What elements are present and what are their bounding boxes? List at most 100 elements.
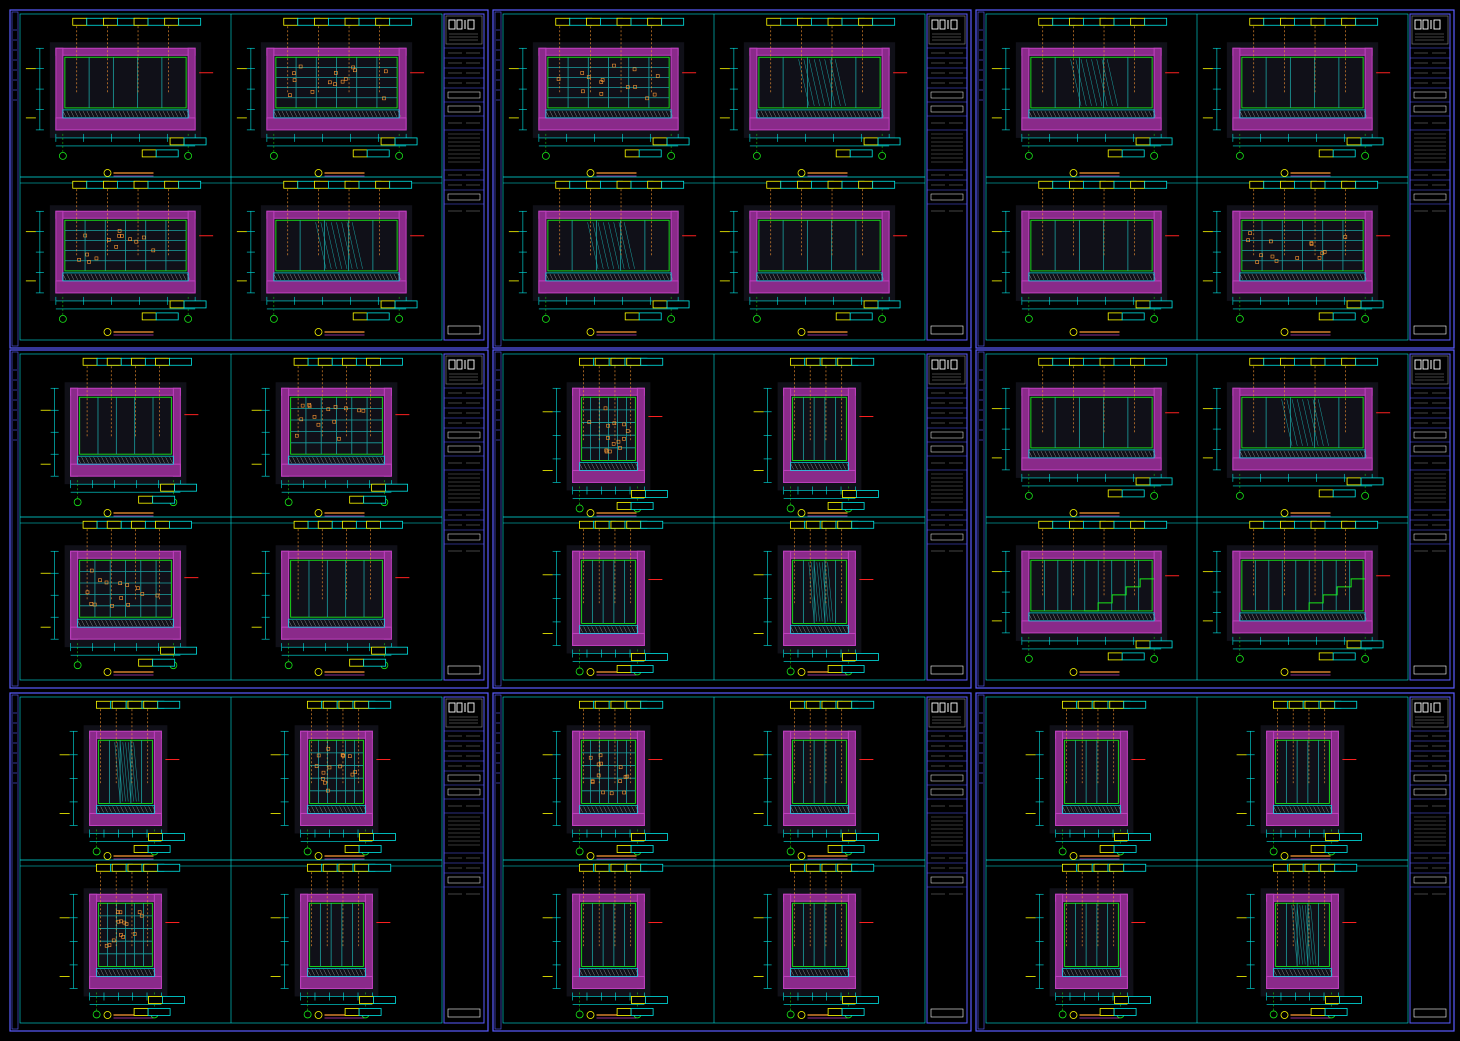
floor-hatch <box>97 620 101 627</box>
floor-hatch <box>157 457 161 464</box>
material-tag <box>1318 149 1334 158</box>
sheet-number-box <box>930 1008 964 1018</box>
glass-hatch <box>1291 905 1298 965</box>
wall-face <box>1275 902 1330 967</box>
material-tag-code <box>849 312 873 321</box>
material-tag <box>1310 180 1326 189</box>
glass-hatch <box>336 222 348 269</box>
view-number-bubble <box>1069 509 1078 517</box>
floor-finish <box>1273 805 1332 814</box>
view-number-bubble <box>314 668 323 676</box>
floor-hatch <box>98 110 103 118</box>
glass-hatch <box>119 742 126 802</box>
floor-hatch <box>824 110 829 118</box>
floor-hatch <box>389 273 394 281</box>
floor-hatch <box>1128 613 1133 621</box>
floor-hatch <box>545 110 550 118</box>
floor-hatch <box>876 273 881 281</box>
floor-hatch <box>321 273 326 281</box>
floor-hatch <box>339 806 343 813</box>
shelf-item <box>98 578 102 583</box>
floor-hatch <box>1136 110 1141 118</box>
floor-hatch <box>293 110 298 118</box>
floor-hatch <box>345 110 350 118</box>
material-tag <box>626 357 642 366</box>
floor-hatch <box>591 969 595 976</box>
floor-hatch <box>591 626 595 633</box>
shelf-item <box>1269 239 1273 244</box>
floor-hatch <box>810 463 814 470</box>
material-tag-code <box>645 833 668 841</box>
logo-glyph <box>448 359 456 370</box>
material-tag-code <box>1144 180 1168 189</box>
floor-hatch <box>637 273 642 281</box>
floor-hatch <box>1299 613 1304 621</box>
material-tag <box>155 520 170 529</box>
floor-hatch <box>154 110 159 118</box>
floor-hatch <box>605 273 610 281</box>
material-tag-code <box>841 665 865 673</box>
glass-hatch <box>1296 905 1303 965</box>
material-tag-code <box>380 357 403 366</box>
material-tag <box>578 863 594 872</box>
logo-glyph <box>950 359 958 370</box>
sheet-number-box <box>930 325 964 335</box>
floor-hatch <box>100 806 104 813</box>
floor-finish <box>1062 968 1121 977</box>
floor-hatch <box>288 457 292 464</box>
floor-hatch <box>549 110 554 118</box>
grid-bubble <box>269 314 278 323</box>
floor-hatch <box>1251 613 1256 621</box>
floor-hatch <box>615 626 619 633</box>
floor-hatch <box>631 626 635 633</box>
floor-hatch <box>788 110 793 118</box>
material-tag <box>842 996 857 1004</box>
material-tag <box>111 700 127 709</box>
floor-hatch <box>794 463 798 470</box>
drawing-sheet <box>9 692 489 1032</box>
floor-hatch <box>1100 273 1105 281</box>
material-tag-code <box>1360 300 1384 309</box>
floor-section <box>266 280 407 294</box>
material-tag-code <box>152 495 176 504</box>
floor-section <box>1021 620 1162 634</box>
view-number-bubble <box>1069 169 1078 177</box>
material-tag-code <box>851 520 875 529</box>
material-tag <box>366 520 381 529</box>
material-tag-code <box>1332 652 1356 661</box>
floor-hatch <box>105 457 109 464</box>
floor-hatch <box>1255 450 1260 458</box>
shelf-item <box>137 910 142 914</box>
material-tag <box>1272 700 1288 709</box>
floor-hatch <box>868 273 873 281</box>
floor-hatch <box>1120 450 1125 458</box>
view-number-bubble <box>1069 1011 1078 1019</box>
floor-hatch <box>1148 450 1153 458</box>
title-field <box>447 105 481 113</box>
floor-hatch <box>583 626 587 633</box>
glass-hatch <box>798 59 810 106</box>
view-number-bubble <box>314 852 323 860</box>
logo-glyph <box>467 19 475 30</box>
floor-hatch <box>1048 110 1053 118</box>
floor-hatch <box>359 969 363 976</box>
floor-hatch <box>376 457 380 464</box>
elevation-drawing <box>59 863 185 1019</box>
elevation-drawing <box>991 17 1180 160</box>
material-tag <box>164 180 180 189</box>
floor-hatch <box>133 457 137 464</box>
floor-hatch <box>1319 450 1324 458</box>
shelf-item <box>316 422 321 427</box>
floor-hatch <box>790 463 794 470</box>
floor-hatch <box>1096 613 1101 621</box>
material-tag <box>796 17 812 26</box>
right-wall-section <box>636 893 645 989</box>
material-tag <box>1038 17 1054 26</box>
shelf-item <box>126 603 130 607</box>
logo-glyph <box>1422 19 1429 30</box>
floor-hatch <box>277 110 282 118</box>
floor-hatch <box>1088 110 1093 118</box>
floor-hatch <box>645 273 650 281</box>
floor-hatch <box>1291 613 1296 621</box>
